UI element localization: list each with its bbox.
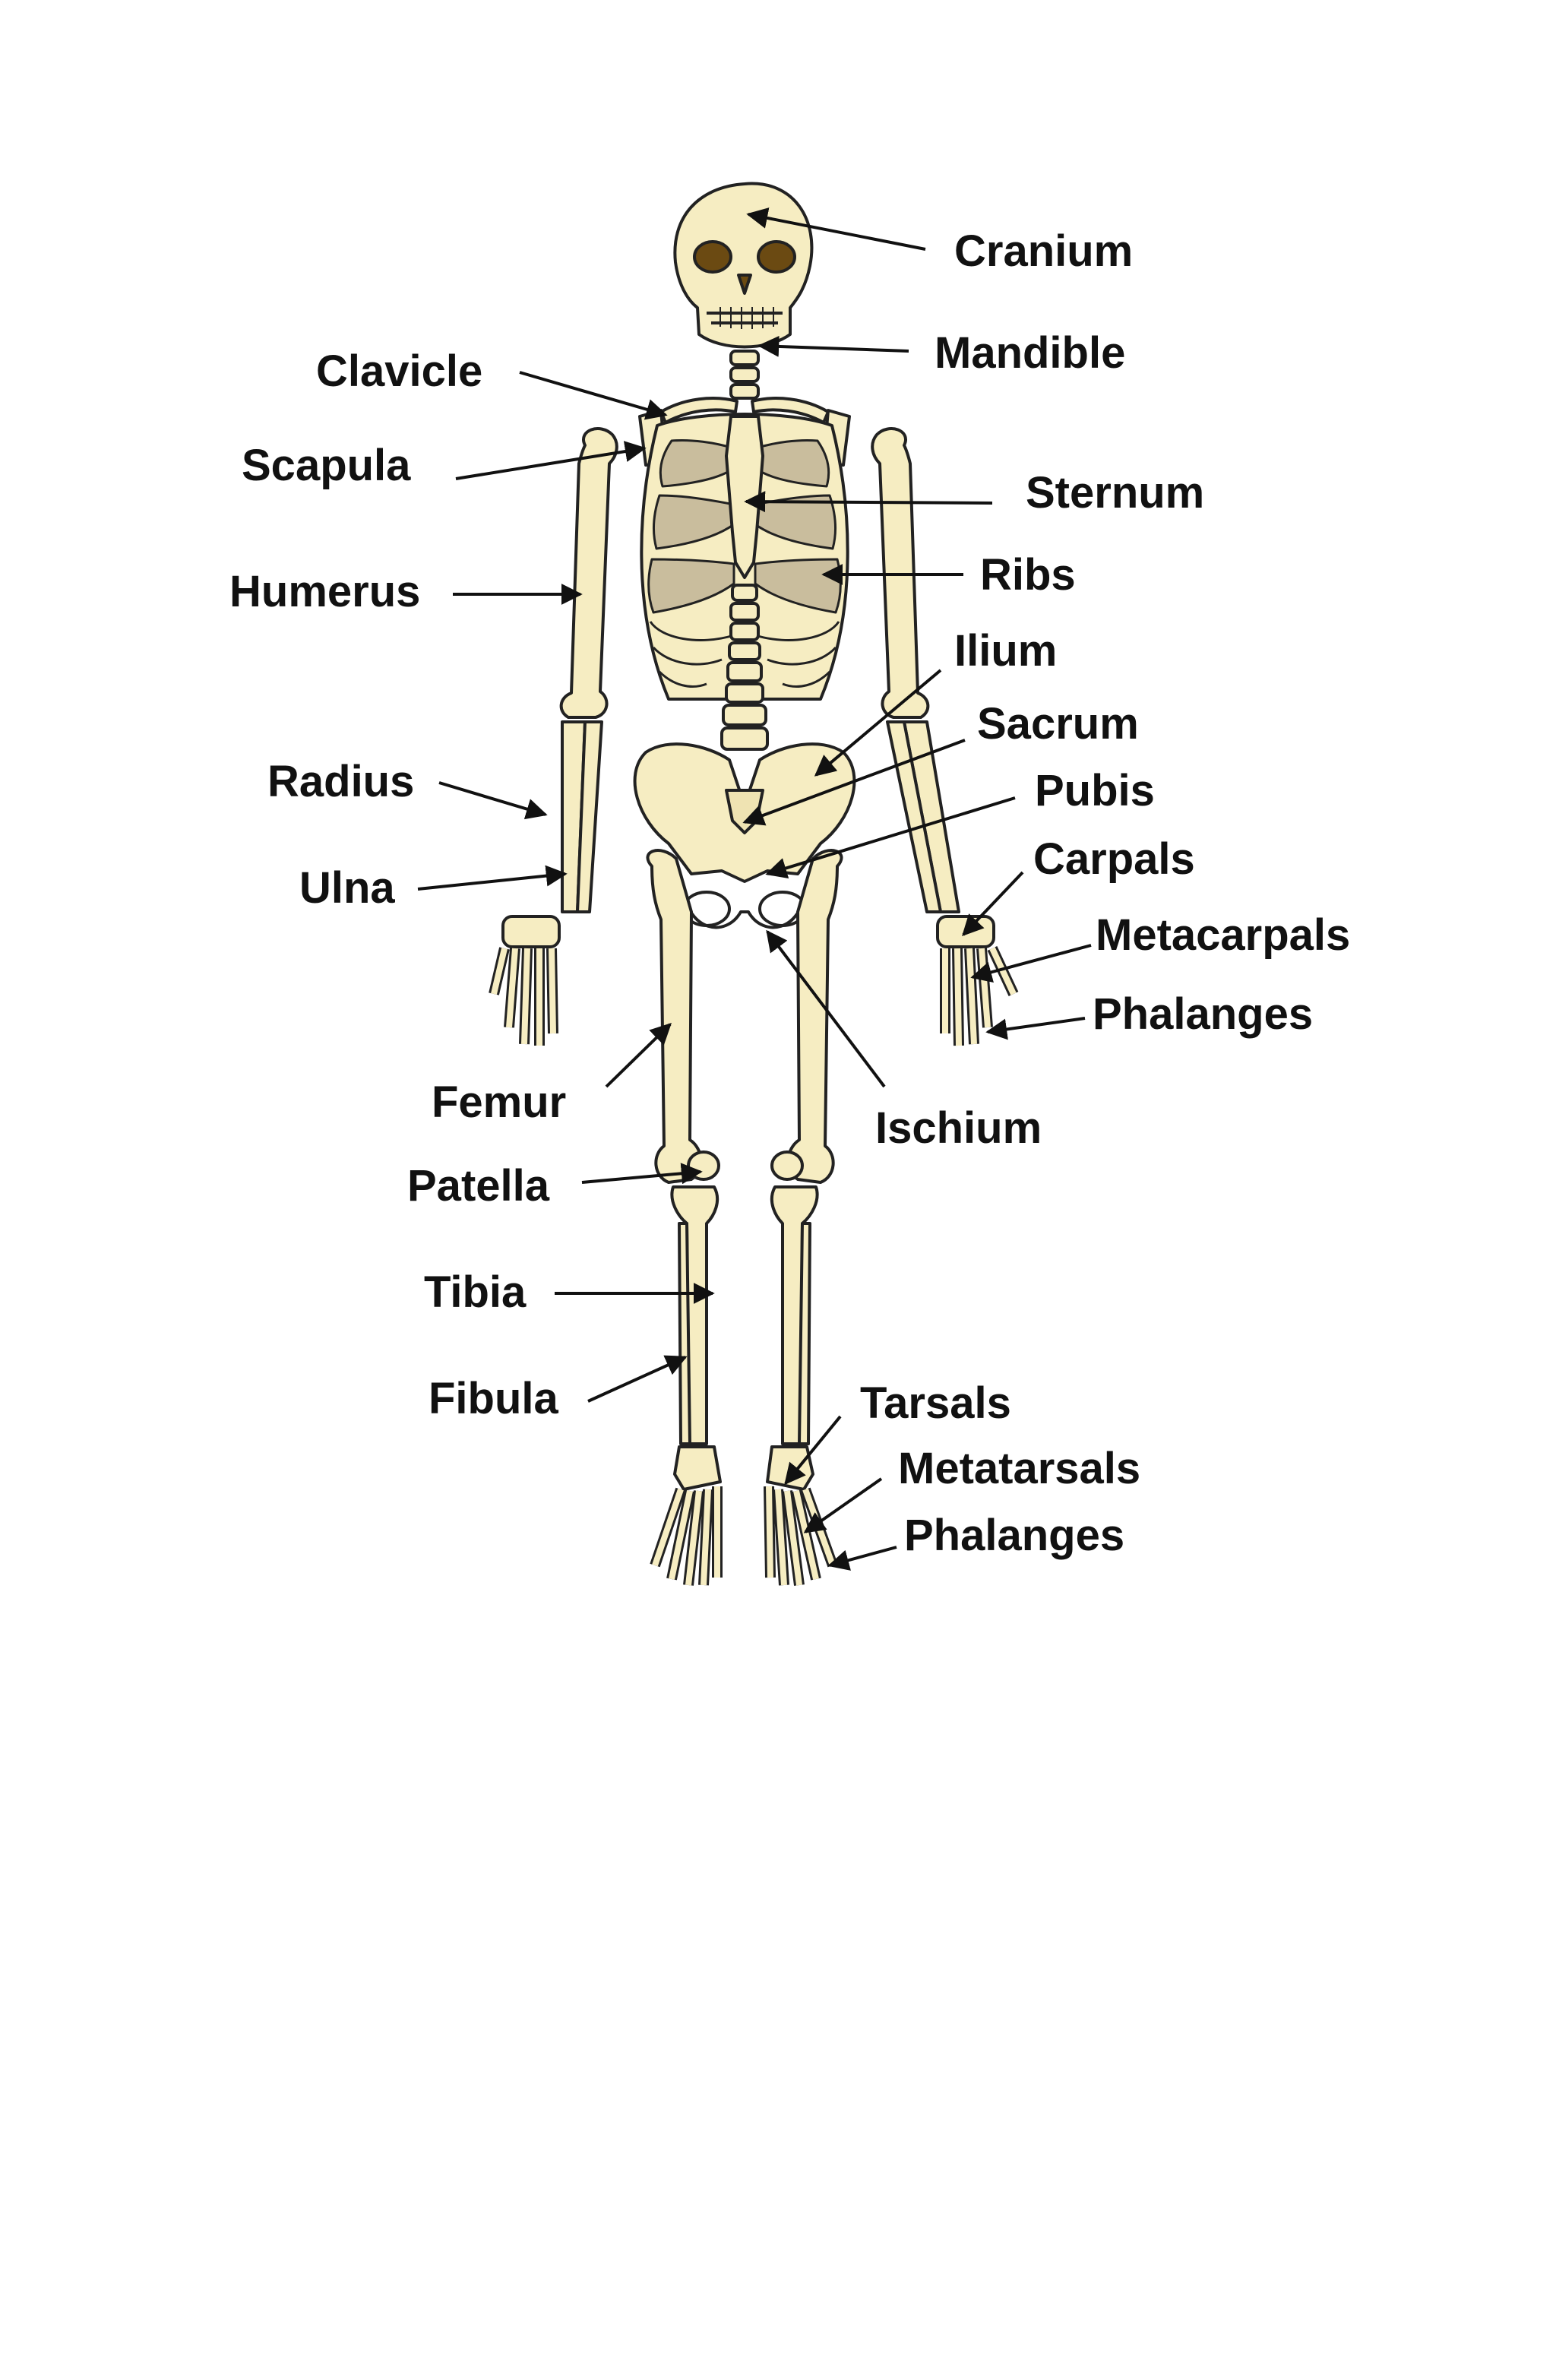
fibula-left-bone [678,1222,691,1445]
leader-ilium [814,669,942,777]
label-cranium: Cranium [954,226,1133,276]
leader-ischium [766,929,886,1088]
leader-tarsals [784,1415,842,1486]
bone-labels: Cranium Mandible Clavicle Scapula Sternu… [229,226,1350,1560]
leader-lines [417,207,1092,1571]
skull [673,182,814,349]
leader-pubis [765,796,1016,878]
label-phalanges-foot: Phalanges [904,1511,1124,1560]
leader-clavicle [519,371,668,420]
label-pubis: Pubis [1035,766,1155,815]
cervical-spine [729,350,760,400]
label-scapula: Scapula [242,441,411,490]
leader-patella [581,1163,703,1185]
fibula-right-bone [798,1222,811,1445]
label-metacarpals: Metacarpals [1096,910,1350,960]
skeleton-illustration [489,182,1019,1586]
label-sacrum: Sacrum [977,699,1139,748]
leader-metacarpals [970,944,1092,983]
leader-phalanges-foot [827,1546,897,1571]
label-carpals: Carpals [1033,834,1195,884]
spine [720,584,769,751]
leader-phalanges-hand [985,1017,1086,1040]
leader-sacrum [742,739,966,826]
label-femur: Femur [432,1078,566,1127]
label-ilium: Ilium [954,626,1057,676]
label-ischium: Ischium [875,1103,1042,1153]
leader-radius [438,781,548,820]
leader-carpals [962,871,1024,937]
forearm-right-ulna [886,720,942,913]
leader-sternum [744,491,993,513]
label-humerus: Humerus [229,567,420,616]
hand-left [489,915,561,1046]
foot-left [650,1445,723,1586]
label-clavicle: Clavicle [316,347,482,396]
forearm-left-ulna [576,720,603,913]
label-phalanges-hand: Phalanges [1093,989,1313,1039]
leader-scapula [455,441,647,480]
clavicle-right-bone [751,397,830,424]
label-ulna: Ulna [299,863,395,913]
femur-right-bone [786,849,843,1184]
clavicle-left-bone [659,397,738,424]
leader-metatarsals [803,1477,883,1533]
label-sternum: Sternum [1026,468,1204,517]
label-tibia: Tibia [424,1268,527,1317]
patella-left-bone [687,1150,720,1181]
leader-ulna [417,865,568,891]
leader-femur [605,1023,672,1088]
label-fibula: Fibula [429,1374,559,1423]
label-metatarsals: Metatarsals [898,1444,1140,1493]
label-ribs: Ribs [980,550,1076,600]
leader-cranium [746,207,926,251]
humerus-left-bone [559,427,618,719]
label-radius: Radius [267,757,414,806]
patella-right-bone [770,1150,804,1181]
label-mandible: Mandible [935,328,1125,378]
label-patella: Patella [407,1161,550,1211]
label-tarsals: Tarsals [860,1378,1011,1428]
leader-mandible [757,335,909,357]
leader-fibula [587,1355,688,1403]
tibia-left-bone [670,1185,719,1445]
